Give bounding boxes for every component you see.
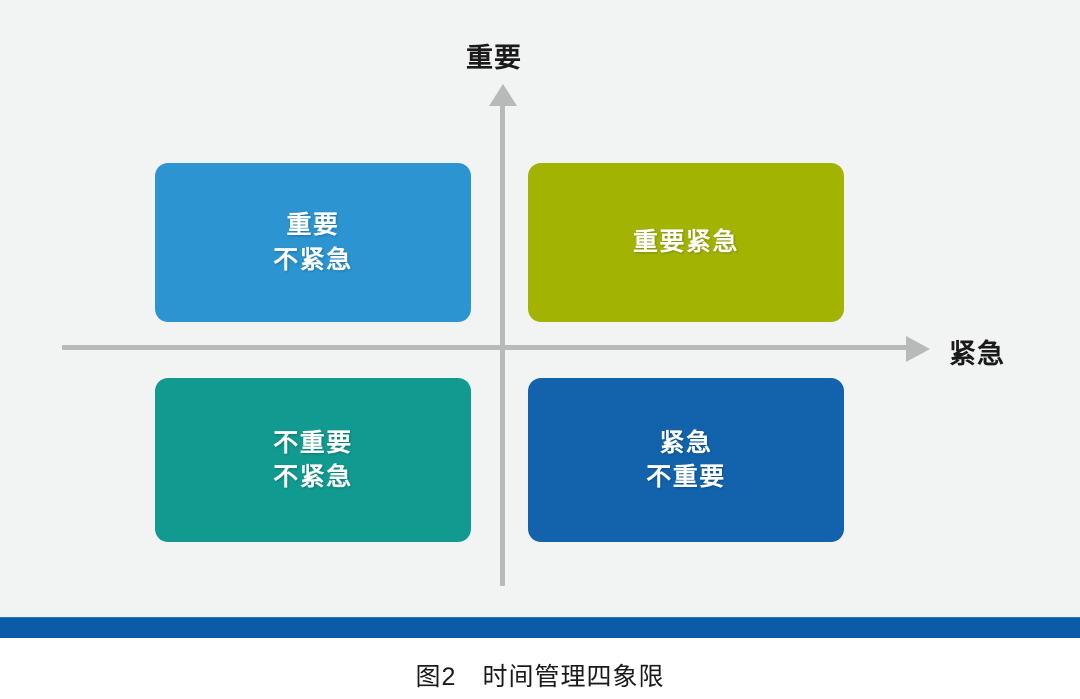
quadrant-label-line2: 不重要 <box>646 463 726 491</box>
quadrant-important-urgent[interactable]: 重要紧急 <box>528 163 851 322</box>
horizontal-axis-line <box>62 345 910 350</box>
quadrant-side-shade <box>467 384 478 536</box>
vertical-axis-label: 重要 <box>466 43 522 73</box>
figure-canvas: 重要 紧急 重要 不紧急 重要紧急 不重要 不紧急 紧急 不重要 <box>0 0 1080 617</box>
quadrant-urgent-not-important[interactable]: 紧急 不重要 <box>528 378 851 542</box>
quadrant-side-shade <box>467 169 478 316</box>
quadrant-label-line1: 重要紧急 <box>632 228 739 257</box>
quadrant-important-not-urgent[interactable]: 重要 不紧急 <box>155 163 478 322</box>
horizontal-axis-label: 紧急 <box>949 339 1005 369</box>
quadrant-label-line2: 不紧急 <box>273 463 353 491</box>
quadrant-not-important-not-urgent[interactable]: 不重要 不紧急 <box>155 378 478 542</box>
horizontal-axis-arrow-icon <box>906 336 930 362</box>
quadrant-side-shade <box>840 169 851 316</box>
vertical-axis-arrow-icon <box>489 84 517 106</box>
quadrant-label-line2: 不紧急 <box>273 245 353 274</box>
vertical-axis-line <box>500 100 505 586</box>
quadrant-label-line1: 重要 <box>286 211 340 239</box>
quadrant-side-shade <box>840 384 851 536</box>
figure-caption: 图2 时间管理四象限 <box>415 663 665 691</box>
quadrant-label-line1: 紧急 <box>659 428 713 457</box>
quadrant-label-line1: 不重要 <box>273 428 353 457</box>
accent-bar <box>0 617 1080 638</box>
